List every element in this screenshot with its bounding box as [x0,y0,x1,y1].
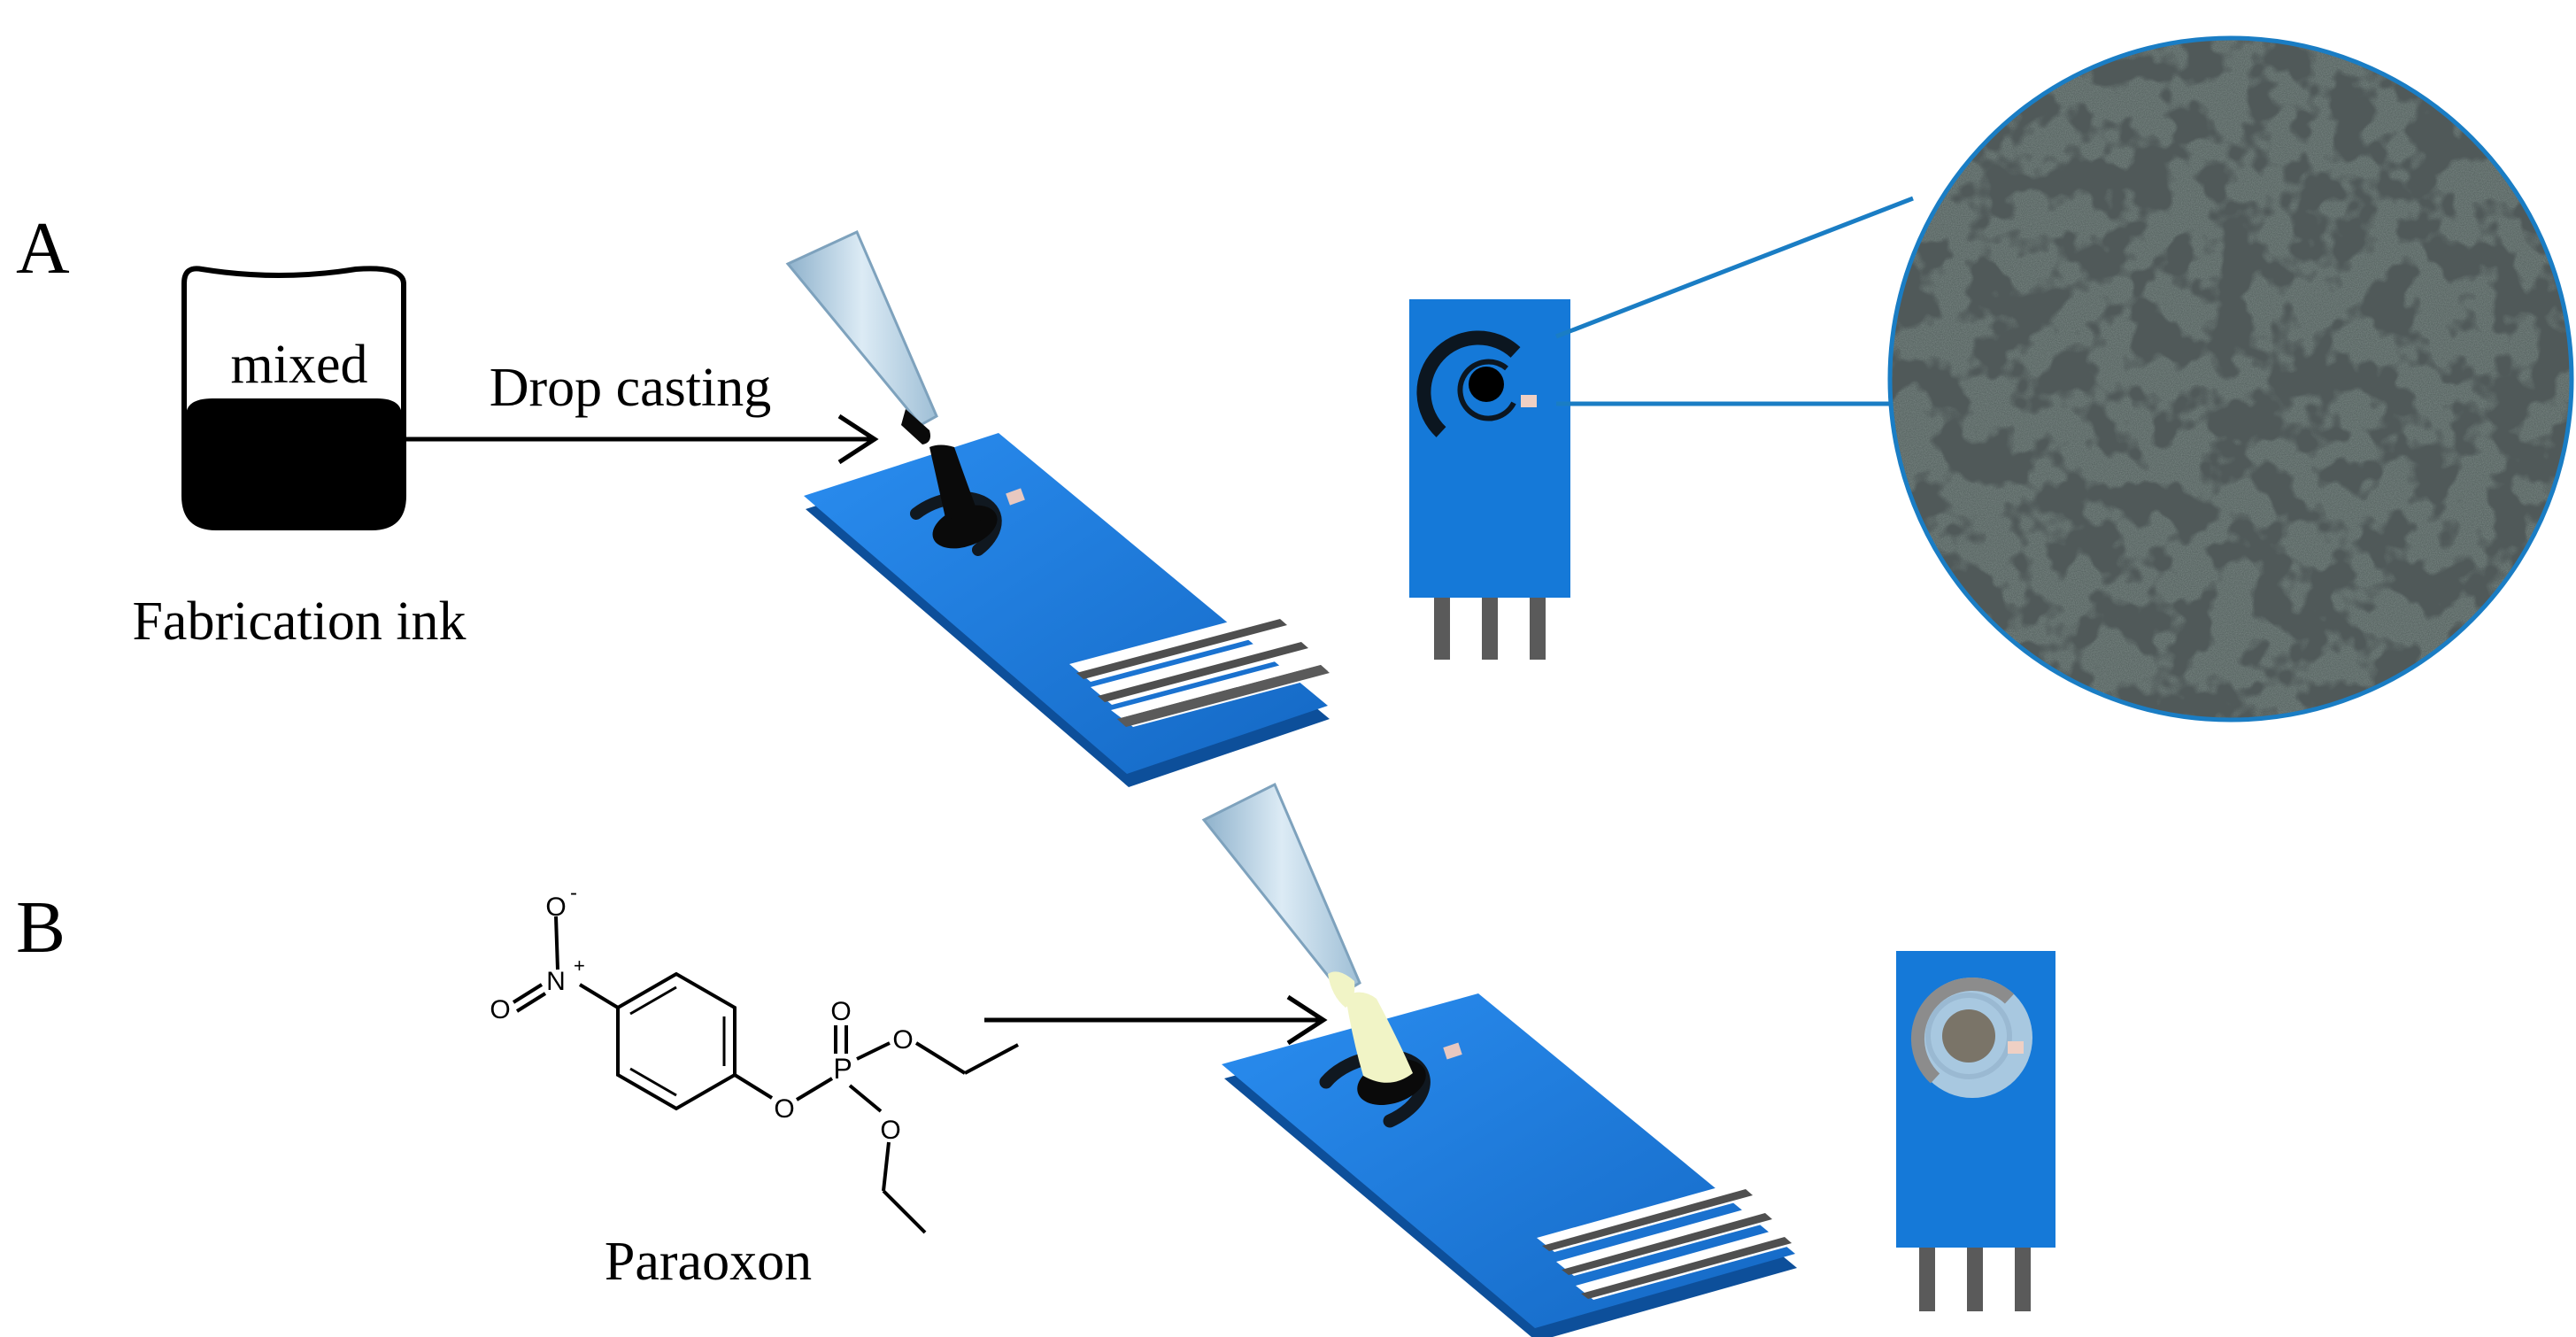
panel-label-b: B [16,886,66,969]
atom-p: P [833,1053,852,1085]
atom-o-nitro-top: O [545,893,566,922]
electrode-strip-a [804,433,1337,787]
incubation-arrow [984,994,1328,1046]
contact-pads-b [1537,1181,1797,1300]
electrode-front-a [1409,299,1570,660]
beaker-caption: Fabrication ink [132,591,466,652]
pipette-tip-b [1201,782,1361,1008]
microscope-image [1887,35,2574,723]
atom-o-ethoxy-2: O [880,1116,900,1145]
electrode-strip-b [1222,992,1797,1337]
atom-o-ethoxy-1: O [892,1025,913,1055]
atom-n: N [546,967,566,996]
atom-o-ester: O [774,1094,794,1124]
atom-o-charge: - [570,881,577,905]
atom-o-double: O [830,997,851,1026]
panel-label-a: A [16,207,70,290]
drop-casting-label: Drop casting [490,358,772,418]
atom-o-nitro-left: O [490,995,510,1024]
beaker [181,266,406,530]
drop-casting-arrow [404,413,879,465]
paraoxon-structure [512,916,1019,1234]
electrode-front-b [1896,951,2055,1311]
atom-n-charge: + [574,954,585,977]
beaker-content-label: mixed [231,335,368,395]
contact-pads-a [1069,610,1337,727]
zoom-lines [1555,196,1914,406]
molecule-name: Paraoxon [605,1232,812,1292]
pipette-tip-a [785,229,938,444]
